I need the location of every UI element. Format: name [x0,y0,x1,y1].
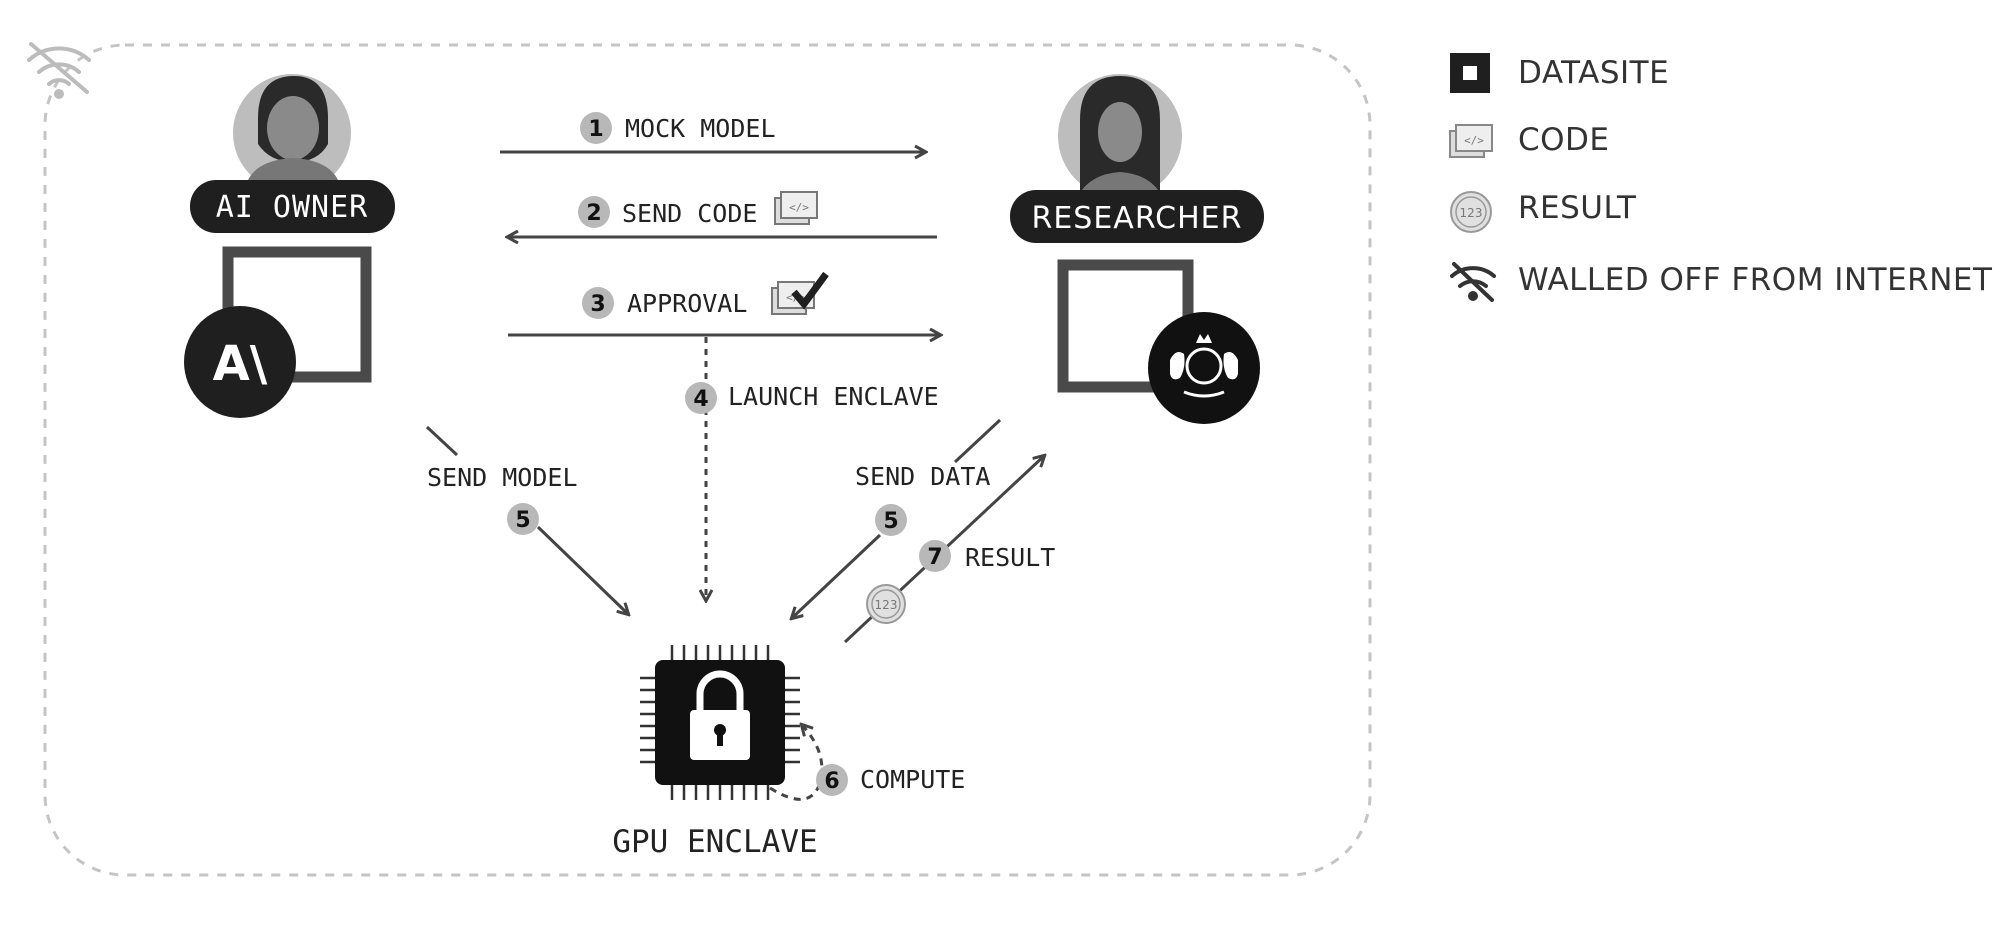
anthropic-logo: A\ [184,306,296,418]
arrow-send-data-tail [953,418,1002,464]
legend-datasite-icon [1450,53,1490,93]
legend-no-wifi-icon [1450,262,1496,302]
arrow-send-data [792,533,882,618]
researcher-pill: RESEARCHER [1010,190,1264,243]
legend-datasite-label: DATASITE [1518,55,1669,91]
legend-result-badge: 123 [1460,206,1483,220]
researcher-label: RESEARCHER [1032,201,1243,236]
step-3-number: 3 [590,292,605,317]
researcher-avatar [1058,74,1182,204]
step-6-badge [816,764,848,796]
step-5b-label: SEND DATA [855,462,990,491]
ai-owner-pill: AI OWNER [190,180,395,233]
uk-government-crest-icon [1148,312,1260,424]
step-4-number: 4 [693,387,708,412]
arrow-send-model [536,525,628,614]
code-icon: </> [774,191,818,225]
step-2-label: SEND CODE [622,199,757,228]
gpu-enclave-label: GPU ENCLAVE [612,824,817,860]
step-5b-badge [875,504,907,536]
step-4-label: LAUNCH ENCLAVE [728,382,939,411]
step-2-badge [578,196,610,228]
step-5b-number: 5 [883,509,898,534]
legend-code-label: CODE [1518,122,1610,158]
ai-owner-avatar [233,74,351,192]
step-4-badge [685,382,717,414]
legend-no-wifi-label: WALLED OFF FROM INTERNET [1518,262,1993,298]
step-3-badge [582,287,614,319]
legend-code-icon: </> [1449,124,1493,158]
step-3-label: APPROVAL [627,289,747,318]
svg-text:</>: </> [1464,134,1484,147]
result-icon: 123 [866,584,906,624]
legend: DATASITE </> CODE 123 RESULT WALLED OFF … [1449,53,1993,302]
svg-text:</>: </> [789,201,809,214]
gpu-chip-icon [640,645,800,800]
step-7-badge [919,540,951,572]
ai-owner-label: AI OWNER [216,190,369,225]
walled-boundary [43,43,1372,877]
result-badge-text: 123 [875,598,898,612]
step-7-number: 7 [927,545,942,570]
step-5a-badge [507,503,539,535]
step-1-label: MOCK MODEL [625,114,776,143]
legend-result-icon: 123 [1450,191,1492,233]
step-2-number: 2 [586,201,601,226]
legend-result-label: RESULT [1518,190,1637,226]
step-6-label: COMPUTE [860,765,965,794]
approved-code-icon: </> [771,271,829,315]
anthropic-logo-text: A\ [213,336,268,392]
step-7-label: RESULT [965,543,1055,572]
step-6-number: 6 [824,769,839,794]
step-5a-number: 5 [515,508,530,533]
step-1-number: 1 [588,117,603,142]
step-1-badge [580,112,612,144]
step-5a-label: SEND MODEL [427,463,578,492]
arrow-send-model-tail [425,425,459,457]
no-wifi-icon [27,42,91,99]
